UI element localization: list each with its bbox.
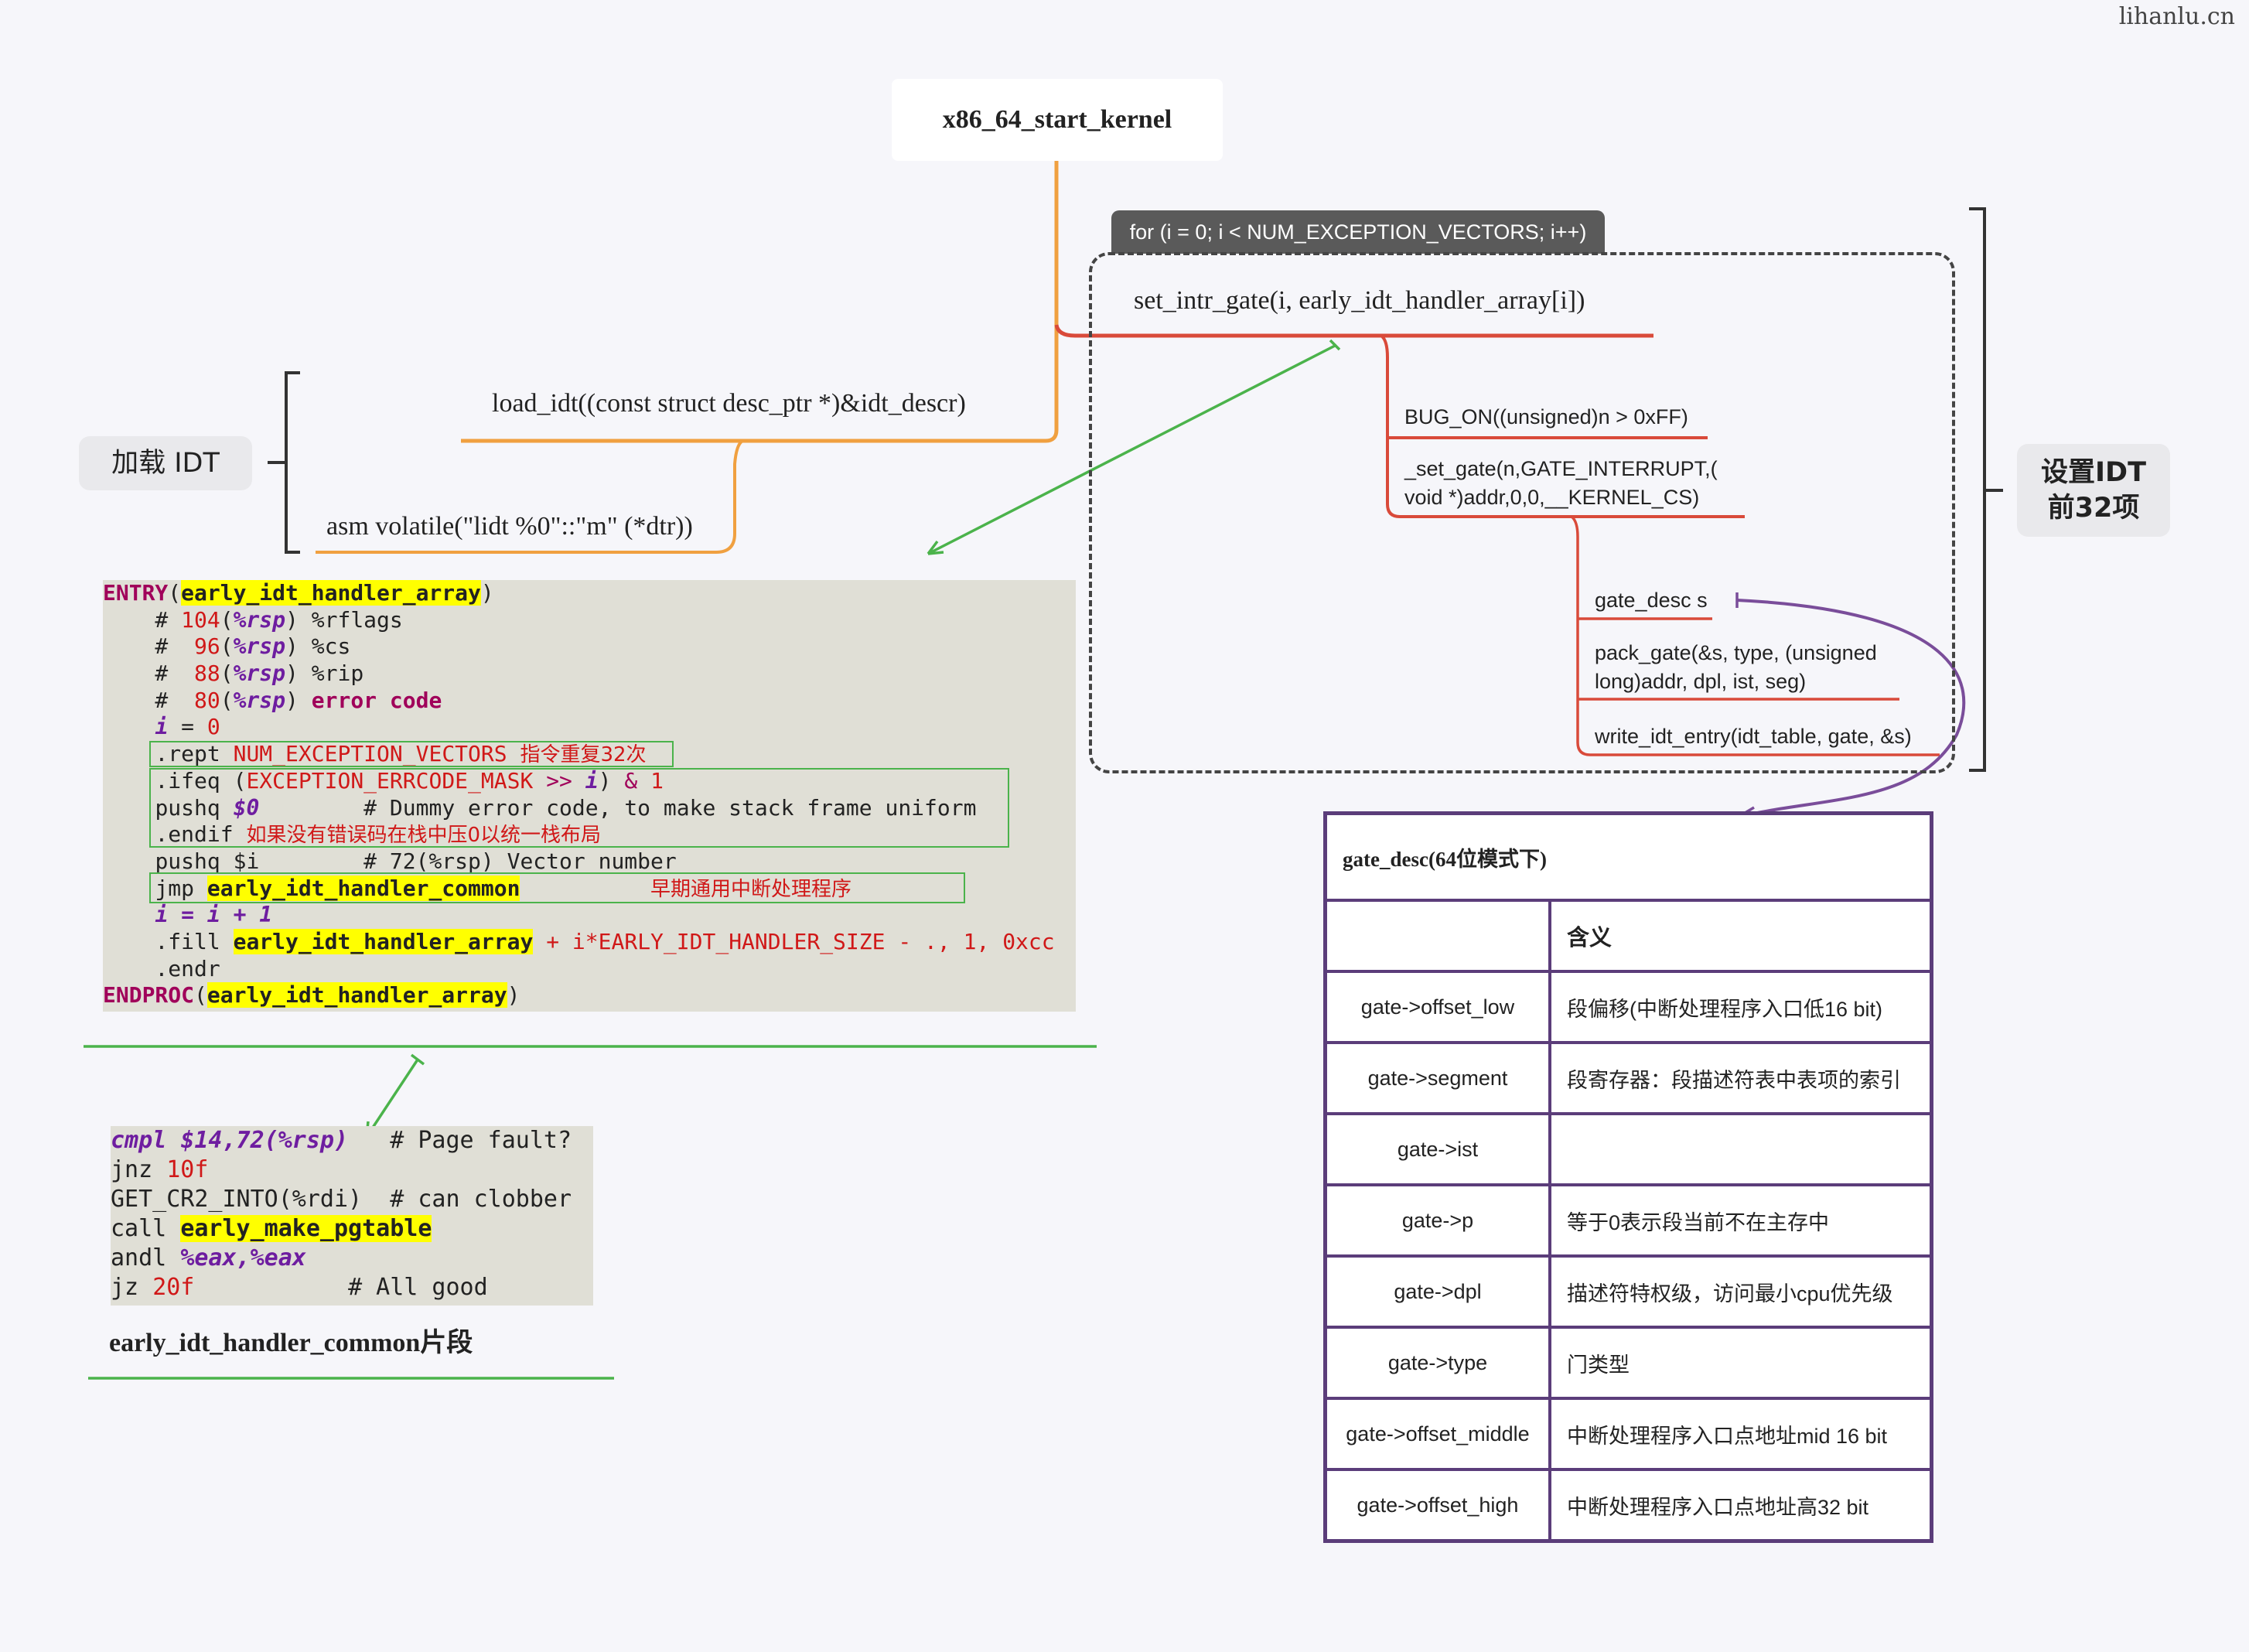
setup-idt-pill-line1: 设置IDT — [2041, 457, 2146, 488]
bracket-load-idt — [268, 371, 300, 554]
set-gate-node[interactable]: _set_gate(n,GATE_INTERRUPT,( void *)addr… — [1404, 455, 1718, 512]
load-idt-call[interactable]: load_idt((const struct desc_ptr *)&idt_d… — [492, 389, 966, 418]
edge-common-snippet — [365, 1059, 419, 1138]
set-gate-line2: void *)addr,0,0,__KERNEL_CS) — [1404, 486, 1700, 509]
setup-idt-pill[interactable]: 设置IDT 前32项 — [2017, 444, 2170, 537]
edge-code-to-set-intr-gate — [927, 343, 1337, 555]
write-idt-entry-node[interactable]: write_idt_entry(idt_table, gate, &s) — [1595, 725, 1912, 748]
field-cell: gate->dpl — [1323, 1254, 1551, 1329]
rept-highlight-box — [149, 741, 674, 767]
pack-gate-line2: long)addr, dpl, ist, seg) — [1595, 670, 1807, 693]
field-cell: gate->offset_middle — [1323, 1397, 1551, 1471]
gate-desc-table-title: gate_desc(64位模式下) — [1323, 811, 1933, 902]
loop-header: for (i = 0; i < NUM_EXCEPTION_VECTORS; i… — [1111, 210, 1605, 254]
meaning-cell: 段寄存器：段描述符表中表项的索引 — [1548, 1041, 1933, 1115]
header-meaning: 含义 — [1548, 899, 1933, 973]
watermark: lihanlu.cn — [2118, 3, 2235, 30]
loop-boundary — [1089, 252, 1955, 773]
bug-on-node[interactable]: BUG_ON((unsigned)n > 0xFF) — [1404, 405, 1688, 428]
jmp-highlight-box — [149, 872, 965, 903]
field-cell: gate->type — [1323, 1326, 1551, 1400]
setup-idt-pill-line2: 前32项 — [2047, 493, 2140, 524]
edge-root-load-idt — [461, 161, 1059, 443]
edge-set-intr-gate-children — [1380, 334, 1745, 518]
pack-gate-node[interactable]: pack_gate(&s, type, (unsigned long)addr,… — [1595, 639, 1877, 696]
root-node[interactable]: x86_64_start_kernel — [892, 79, 1223, 161]
field-cell: gate->offset_high — [1323, 1468, 1551, 1543]
set-gate-line1: _set_gate(n,GATE_INTERRUPT,( — [1404, 457, 1718, 480]
meaning-cell: 等于0表示段当前不在主存中 — [1548, 1183, 1933, 1258]
field-cell: gate->offset_low — [1323, 970, 1551, 1044]
meaning-cell — [1548, 1112, 1933, 1186]
meaning-cell: 描述符特权级，访问最小cpu优先级 — [1548, 1254, 1933, 1329]
meaning-cell: 中断处理程序入口点地址mid 16 bit — [1548, 1397, 1933, 1471]
lidt-asm[interactable]: asm volatile("lidt %0"::"m" (*dtr)) — [326, 512, 693, 541]
bracket-setup-idt — [1969, 207, 2003, 772]
meaning-cell: 段偏移(中断处理程序入口低16 bit) — [1548, 970, 1933, 1044]
early-idt-handler-array-code: ENTRY(early_idt_handler_array) # 104(%rs… — [103, 580, 1076, 1012]
load-idt-pill[interactable]: 加载 IDT — [79, 436, 252, 490]
pack-gate-line1: pack_gate(&s, type, (unsigned — [1595, 641, 1877, 664]
common-snippet-caption: early_idt_handler_common片段 — [109, 1329, 473, 1357]
edge-set-gate-children — [1570, 515, 1940, 756]
field-cell: gate->segment — [1323, 1041, 1551, 1115]
edge-gate-desc-to-table — [1736, 599, 1966, 818]
gate-desc-s-node[interactable]: gate_desc s — [1595, 589, 1708, 612]
load-idt-pill-label: 加载 IDT — [111, 448, 220, 479]
edge-root-set-intr-gate — [1054, 324, 1653, 338]
header-empty-cell — [1323, 899, 1551, 973]
root-label: x86_64_start_kernel — [942, 105, 1172, 134]
field-cell: gate->p — [1323, 1183, 1551, 1258]
edge-load-idt-asm — [316, 439, 744, 554]
ifeq-highlight-box — [149, 768, 1009, 848]
set-intr-gate-node[interactable]: set_intr_gate(i, early_idt_handler_array… — [1134, 286, 1585, 315]
table-row: gate->ist — [1323, 1112, 1933, 1186]
meaning-cell: 门类型 — [1548, 1326, 1933, 1400]
meaning-cell: 中断处理程序入口点地址高32 bit — [1548, 1468, 1933, 1543]
field-cell: gate->ist — [1323, 1112, 1551, 1186]
